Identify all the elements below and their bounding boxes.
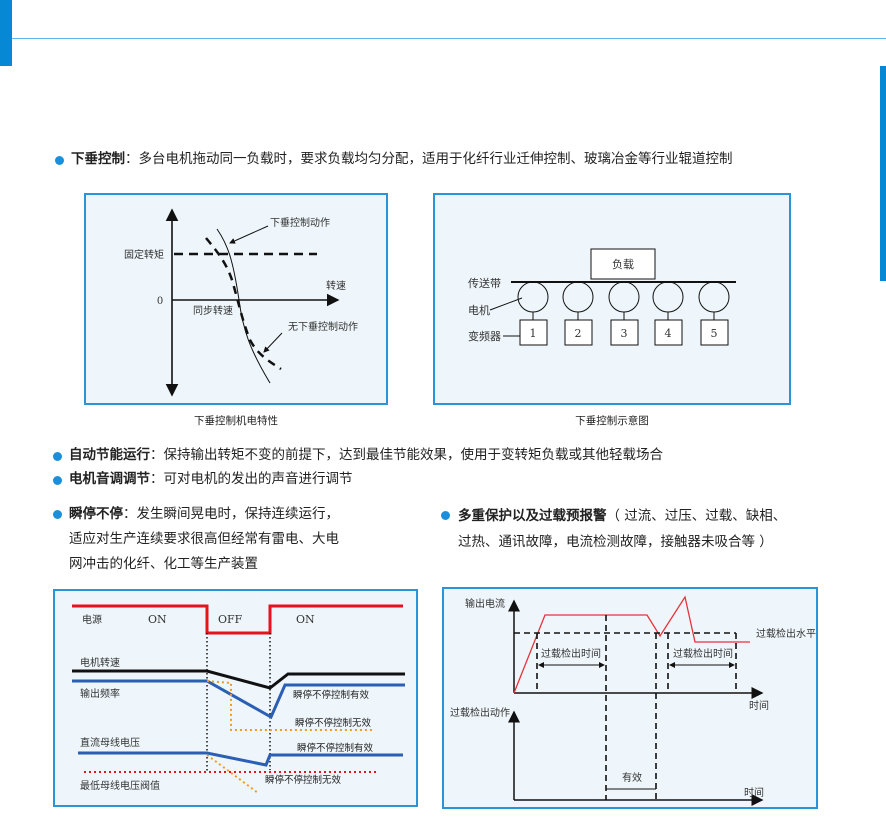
belt-label: 传送带 [468,276,501,290]
header-rule [12,38,886,39]
invalid-label: 瞬停不停控制无效 [295,717,372,729]
section-protection: 多重保护以及过载预报警（ 过流、过压、过载、缺相、过热、通讯故障，电流检测故障，… [458,503,786,555]
section-title: 电机音调调节 [69,471,150,487]
output-frequency-line [72,679,405,720]
inverter-number: 2 [575,327,582,340]
figure-droop-schematic [433,193,791,405]
invalid-label: 瞬停不停控制无效 [265,774,342,786]
off-label: OFF [218,613,243,626]
power-signal [72,604,403,635]
output-current-line [513,595,750,694]
motor-circle [562,281,594,313]
inverter-number: 1 [530,327,537,340]
motor-circle [517,281,549,313]
droop-characteristic-chart: 固定转矩 0 转速 同步转速 下垂控制动作 无下垂控制动作 [124,208,358,397]
inverter-label: 变频器 [468,329,501,343]
detect-action-label: 过载检出动作 [450,706,510,719]
figure-caption: 下垂控制机电特性 [194,415,278,427]
section-droop: 下垂控制：多台电机拖动同一负载时，要求负载均匀分配，适用于化纤行业迁伸控制、玻璃… [71,147,733,172]
valid-label: 有效 [622,771,642,784]
bullet-icon [55,156,64,165]
valid-label: 瞬停不停控制有效 [297,742,374,754]
sync-speed-label: 同步转速 [193,304,233,317]
bullet-icon [53,452,62,461]
bullet-icon [53,510,62,519]
arrow-icon [263,332,283,353]
section-tone: 电机音调调节：可对电机的发出的声音进行调节 [69,467,353,492]
bullet-icon [53,476,62,485]
time-axis-label: 时间 [749,699,769,712]
bullet-icon [441,511,450,520]
section-text: （ 过流、过压、过载、缺相、 [606,508,787,524]
min-bus-label: 最低母线电压阀值 [80,779,160,792]
origin-label: 0 [157,296,163,307]
output-frequency-label: 输出频率 [80,687,120,700]
dc-bus-invalid-line [206,754,259,794]
inverter-number: 3 [621,327,628,340]
section-text: ：可对电机的发出的声音进行调节 [150,471,353,487]
power-label: 电源 [82,613,102,626]
section-text: ：保持输出转矩不变的前提下，达到最佳节能效果，使用于变转矩负载或其他轻载场合 [150,447,663,463]
output-current-label: 输出电流 [465,597,505,610]
dc-bus-voltage-line [78,751,403,767]
valid-label: 瞬停不停控制有效 [293,689,370,701]
fixed-torque-label: 固定转矩 [124,248,164,261]
ride-through-timing-chart [72,604,405,794]
section-text: ：发生瞬间晃电时，保持连续运行， [123,506,339,522]
overload-timing-chart [508,595,764,806]
inverter-box [564,319,593,346]
droop-curve [216,228,271,384]
on-label: ON [296,613,315,626]
output-frequency-invalid-line [206,680,372,731]
no-droop-action-label: 无下垂控制动作 [288,320,358,333]
dc-bus-label: 直流母线电压 [80,736,140,749]
overload-level-label: 过载检出水平 [756,627,816,640]
section-title: 瞬停不停 [69,506,123,522]
motor-speed-line [72,669,405,690]
figure-caption: 下垂控制示意图 [575,415,649,427]
time-axis-label: 时间 [744,786,764,799]
on-label: ON [148,613,167,626]
inverter-number: 5 [711,327,718,340]
inverter-box [519,319,548,346]
detect-time-label: 过载检出时间 [673,647,733,660]
inverter-number: 4 [665,327,672,340]
motor-label: 电机 [468,303,490,317]
section-text: 适应对生产连续要求很高但经常有雷电、大电 [69,531,339,547]
inverter-box [654,319,683,346]
no-droop-curve [205,237,282,371]
section-text: ：多台电机拖动同一负载时，要求负载均匀分配，适用于化纤行业迁伸控制、玻璃冶金等行… [125,151,733,167]
motor-circle [698,281,730,313]
motor-circle [608,281,640,313]
motor-leader [489,297,523,311]
header-accent-bar [0,0,12,66]
inverter-box [610,319,639,346]
section-energy: 自动节能运行：保持输出转矩不变的前提下，达到最佳节能效果，使用于变转矩负载或其他… [69,443,663,468]
motor-speed-label: 电机转速 [80,656,120,669]
side-accent-bar [880,66,886,281]
section-text: 网冲击的化纤、化工等生产装置 [69,556,258,572]
section-title: 自动节能运行 [69,447,150,463]
detect-time-label: 过载检出时间 [541,647,601,660]
section-text: 过热、通讯故障，电流检测故障，接触器未吸合等 ） [458,534,773,550]
inverter-box [700,319,729,346]
droop-action-label: 下垂控制动作 [270,216,330,229]
section-title: 多重保护以及过载预报警 [458,508,607,524]
droop-schematic: 1 2 3 4 5 [489,248,736,346]
section-ride-through: 瞬停不停：发生瞬间晃电时，保持连续运行， 适应对生产连续要求很高但经常有雷电、大电… [69,502,339,577]
speed-axis-label: 转速 [326,279,346,292]
load-label: 负载 [612,257,634,271]
motor-circle [652,281,684,313]
section-title: 下垂控制 [71,151,125,167]
arrow-icon [229,225,269,244]
load-box [590,248,656,280]
